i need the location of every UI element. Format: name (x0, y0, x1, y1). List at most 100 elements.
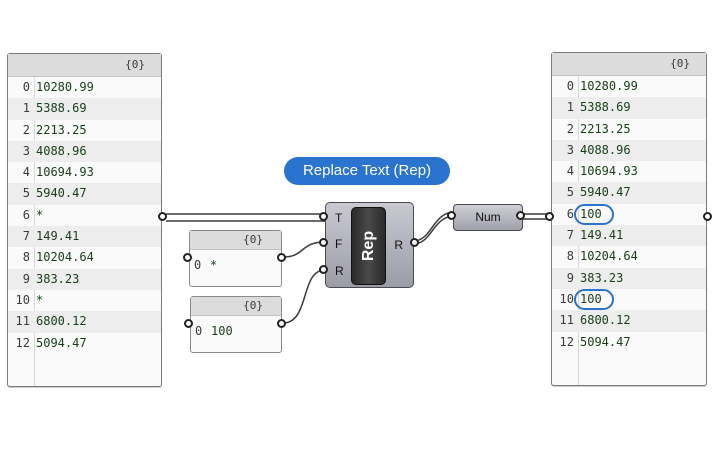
item-index: 1 (566, 100, 574, 115)
item-index: 0 (194, 258, 202, 272)
item-index: 8 (22, 250, 30, 265)
input-T-label: T (335, 211, 343, 225)
right-panel-output-port[interactable] (703, 212, 712, 221)
item-value: 100 (574, 288, 614, 310)
panel-header: {0} (552, 53, 706, 76)
input-F-label: F (335, 237, 343, 251)
item-value: 5094.47 (580, 334, 631, 349)
replace-panel-output-port[interactable] (277, 319, 286, 328)
list-item: 0 * (190, 255, 281, 275)
list-item: 5 5940.47 (8, 183, 161, 205)
panel-header: {0} (190, 231, 281, 250)
item-value: 10204.64 (580, 249, 638, 264)
item-index: 8 (566, 249, 574, 264)
item-index: 11 (15, 314, 30, 329)
highlight-ring (574, 288, 614, 310)
list-item: 5 5940.47 (552, 182, 706, 204)
item-index: 7 (566, 228, 574, 243)
find-panel-input-port[interactable] (183, 253, 192, 262)
item-value: 5940.47 (580, 185, 631, 200)
item-value: 149.41 (580, 228, 624, 243)
item-value: 100 (211, 324, 233, 338)
number-input-port[interactable] (447, 211, 456, 220)
item-index: 1 (22, 101, 30, 116)
component-name-plate: Rep (351, 207, 386, 285)
item-index: 12 (559, 334, 574, 349)
list-item: 2 2213.25 (8, 120, 161, 141)
find-panel-output-port[interactable] (277, 253, 286, 262)
item-value: 10204.64 (36, 250, 94, 265)
item-value: 2213.25 (580, 121, 631, 136)
item-index: 0 (195, 324, 203, 338)
item-value: 149.41 (36, 229, 80, 244)
list-item: 11 6800.12 (8, 311, 161, 333)
item-index: 10 (559, 291, 574, 306)
number-param[interactable]: Num (453, 204, 523, 231)
item-value: 5094.47 (36, 335, 87, 350)
item-index: 6 (566, 206, 574, 221)
input-T-port[interactable] (319, 212, 328, 221)
component-tooltip: Replace Text (Rep) (284, 157, 450, 185)
left-panel-output-port[interactable] (158, 212, 167, 221)
list-item: 12 5094.47 (8, 333, 161, 354)
input-F-port[interactable] (319, 238, 328, 247)
item-value: 5388.69 (36, 101, 87, 116)
list-item: 0 100 (191, 321, 281, 341)
item-value: 5940.47 (36, 186, 87, 201)
item-index: 2 (22, 122, 30, 137)
find-text-panel[interactable]: {0} 0 * (189, 230, 282, 287)
item-index: 10 (15, 292, 30, 307)
output-R-port[interactable] (410, 238, 419, 247)
item-index: 12 (15, 335, 30, 350)
panel-header: {0} (8, 54, 161, 77)
list-item: 10 * (8, 290, 161, 311)
item-value: 10694.93 (36, 165, 94, 180)
list-item: 7 149.41 (552, 225, 706, 247)
item-value: 6800.12 (580, 313, 631, 328)
item-value: 10280.99 (36, 80, 94, 94)
number-output-port[interactable] (516, 211, 525, 220)
item-index: 5 (566, 185, 574, 200)
item-value: 2213.25 (36, 122, 87, 137)
list-item: 8 10204.64 (552, 246, 706, 267)
item-value: * (210, 258, 218, 272)
replace-text-component[interactable]: T F R Rep R (325, 202, 414, 288)
item-value: 10694.93 (580, 164, 638, 179)
component-name: Rep (359, 230, 377, 262)
item-index: 5 (22, 186, 30, 201)
right-panel-input-port[interactable] (545, 212, 554, 221)
item-index: 4 (22, 165, 30, 180)
input-R-label: R (335, 264, 344, 278)
item-index: 6 (22, 207, 30, 222)
item-value: 5388.69 (580, 100, 631, 115)
item-index: 9 (566, 270, 574, 285)
list-item: 11 6800.12 (552, 310, 706, 332)
replace-panel-input-port[interactable] (184, 319, 193, 328)
highlight-ring (574, 203, 614, 225)
item-index: 0 (22, 80, 30, 94)
item-index: 11 (559, 313, 574, 328)
wire-replace-to-R (282, 269, 326, 324)
input-R-port[interactable] (319, 265, 328, 274)
item-value: 10280.99 (580, 79, 638, 93)
list-item: 4 10694.93 (8, 162, 161, 183)
list-item: 1 5388.69 (552, 97, 706, 119)
replace-text-panel[interactable]: {0} 0 100 (190, 296, 282, 353)
list-item: 0 10280.99 (8, 77, 161, 98)
list-item: 12 5094.47 (552, 332, 706, 353)
item-value: 6800.12 (36, 314, 87, 329)
list-item: 1 5388.69 (8, 98, 161, 120)
item-value: * (36, 292, 44, 307)
item-index: 3 (22, 143, 30, 158)
list-item: 6* (8, 205, 161, 226)
item-value: * (36, 207, 44, 222)
